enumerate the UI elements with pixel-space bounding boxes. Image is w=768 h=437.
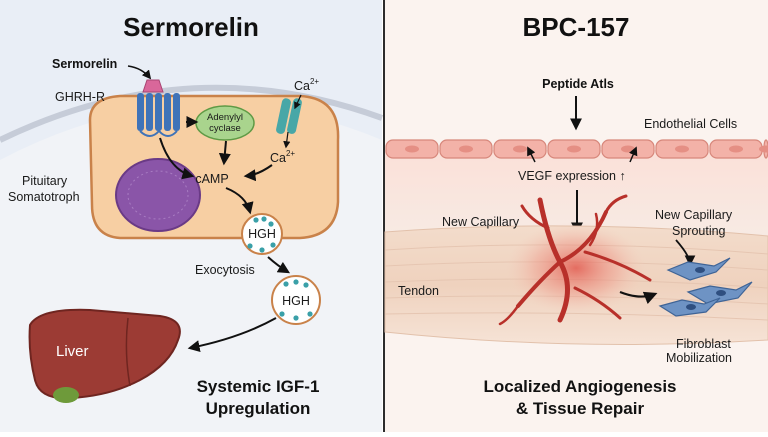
- plasma-membrane: [0, 84, 384, 143]
- ca-to-camp-arrow: [243, 164, 273, 182]
- adenylyl-label-line1: Adenylyl: [207, 112, 243, 123]
- fibroblast-nuclei: [686, 267, 726, 310]
- sermorelin-arrow: [127, 65, 152, 80]
- tendon-label: Tendon: [398, 284, 439, 298]
- endothelial-nucleus: [459, 145, 473, 153]
- ca-entry-arrow: [294, 94, 302, 110]
- endothelial-nucleus: [513, 145, 527, 153]
- fibro-label-line2: Mobilization: [666, 351, 732, 365]
- cell-label-line2: Somatotroph: [8, 190, 80, 204]
- left-title: Sermorelin: [123, 12, 259, 42]
- right-caption-line1: Localized Angiogenesis: [483, 377, 676, 396]
- receptor-label: GHRH-R: [55, 90, 105, 104]
- peptide-label: Peptide Atls: [542, 77, 614, 91]
- fibro-label-line1: Fibroblast: [676, 337, 731, 351]
- liver-label: Liver: [56, 343, 89, 360]
- endothelial-nucleus: [729, 145, 743, 153]
- nucleus: [115, 158, 201, 232]
- injury-site: [506, 222, 646, 314]
- liver-lobe-line: [125, 317, 131, 387]
- endothelial-nucleus: [405, 145, 419, 153]
- liver: [28, 308, 181, 400]
- left-caption-line2: Upregulation: [206, 399, 311, 418]
- exocytosis-label: Exocytosis: [195, 263, 255, 277]
- ghrh-receptor: [137, 93, 180, 137]
- cell-label-line1: Pituitary: [22, 174, 68, 188]
- adenylyl-label-line2: cyclase: [209, 123, 241, 134]
- hgh-vesicle-inner: [241, 213, 283, 255]
- right-title: BPC-157: [523, 12, 630, 42]
- ca-top-label: Ca2+: [294, 77, 319, 93]
- sprouting-label-line2: Sprouting: [672, 224, 726, 238]
- endothelial-nucleus: [621, 145, 635, 153]
- endothelial-label: Endothelial Cells: [644, 117, 737, 131]
- sprouting-label-line1: New Capillary: [655, 208, 733, 222]
- hgh-inner-label: HGH: [248, 227, 276, 241]
- endothelial-cell-row: [385, 139, 768, 159]
- fibroblast-arrow: [619, 290, 658, 305]
- cyclase-to-camp-arrow: [218, 140, 231, 166]
- endothelial-nucleus: [567, 145, 581, 153]
- vegf-up-arrow-left: [527, 146, 536, 163]
- endothelial-nucleus: [675, 145, 689, 153]
- receptor-to-camp-arrow: [159, 137, 195, 180]
- gallbladder: [53, 387, 79, 403]
- hgh-to-liver-arrow: [187, 317, 277, 352]
- ca-inside-label: Ca2+: [270, 149, 295, 165]
- new-capillary-label: New Capillary: [442, 215, 520, 229]
- left-caption-line1: Systemic IGF-1: [197, 377, 320, 396]
- sermorelin-ligand: [142, 79, 164, 93]
- camp-to-vesicle-arrow: [225, 187, 254, 215]
- endothelial-nucleus: [759, 145, 768, 153]
- right-caption-line2: & Tissue Repair: [516, 399, 645, 418]
- vegf-up-arrow-right: [629, 146, 638, 163]
- new-capillaries: [498, 194, 652, 326]
- hgh-vesicle-outer: [271, 275, 321, 325]
- camp-label: cAMP: [195, 172, 228, 186]
- channel-to-ca-arrow: [283, 131, 291, 149]
- sermorelin-label: Sermorelin: [52, 57, 117, 71]
- vegf-label: VEGF expression ↑: [518, 169, 626, 183]
- exocytosis-arrow: [267, 256, 291, 274]
- hgh-outer-label: HGH: [282, 294, 310, 308]
- nucleus-texture: [127, 170, 189, 220]
